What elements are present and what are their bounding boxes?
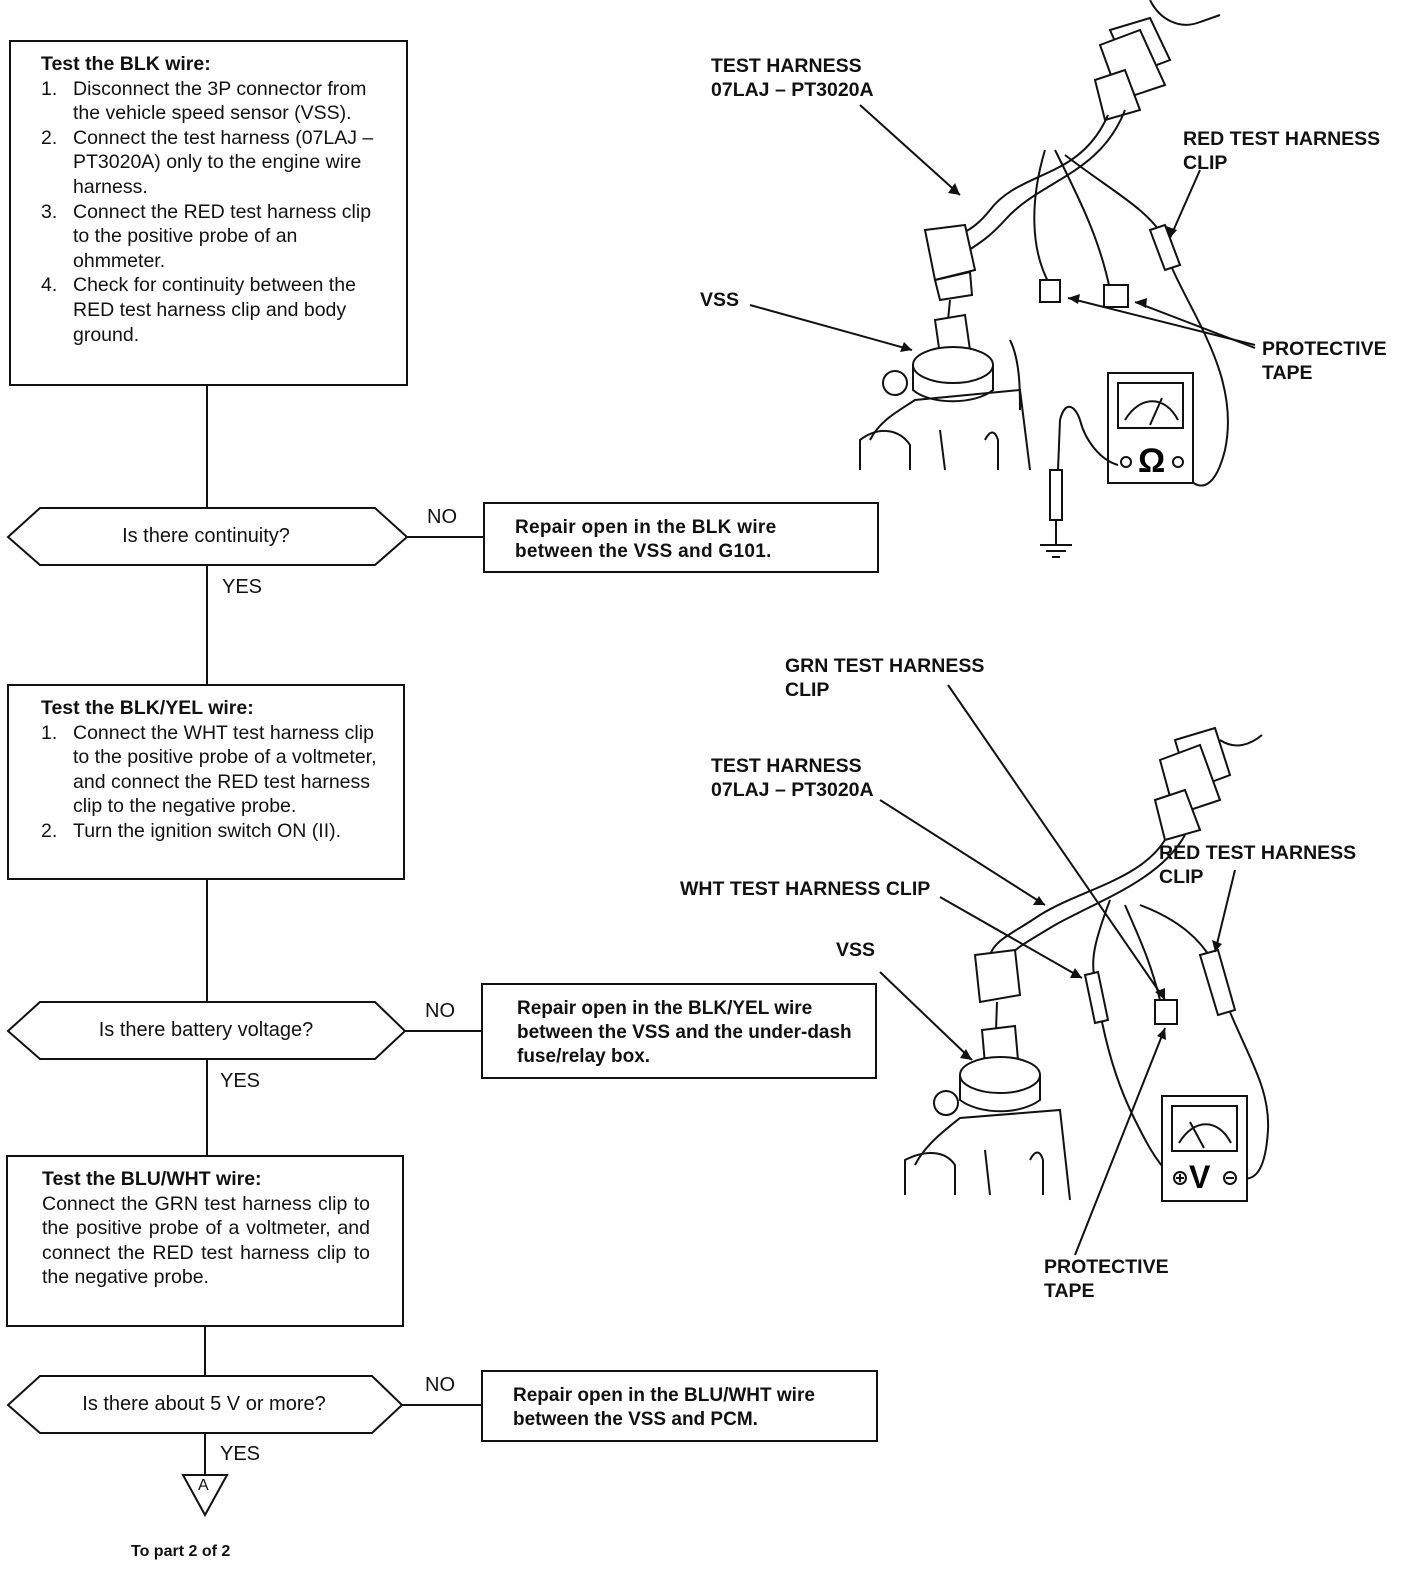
step-text: Turn the ignition switch ON (II). <box>73 819 342 842</box>
callout-line: TAPE <box>1262 362 1313 384</box>
callout-line: PROTECTIVE <box>1044 1256 1169 1278</box>
decision-question-battery-voltage: Is there battery voltage? <box>98 1019 314 1041</box>
step-text: Connect the test harness (07LAJ – PT3020… <box>73 126 374 198</box>
illustration-2 <box>879 684 1270 1256</box>
callout-line: TEST HARNESS <box>711 55 862 77</box>
callout-test-harness-2: TEST HARNESS 07LAJ – PT3020A <box>711 754 874 802</box>
decision-question-continuity: Is there continuity? <box>122 525 290 547</box>
callout-line: RED TEST HARNESS <box>1159 842 1357 864</box>
yes-label: YES <box>222 576 263 598</box>
callout-line: 07LAJ – PT3020A <box>711 779 874 801</box>
step-item: 4. Check for continuity between the RED t… <box>41 273 386 347</box>
step-item: 3. Connect the RED test harness clip to t… <box>41 200 386 274</box>
step-title: Test the BLK wire: <box>41 53 211 75</box>
step-number: 2. <box>41 126 58 149</box>
callout-protective-tape-1: PROTECTIVE TAPE <box>1262 337 1387 385</box>
callout-protective-tape-2: PROTECTIVE TAPE <box>1044 1255 1169 1303</box>
step-title: Test the BLK/YEL wire: <box>41 697 254 719</box>
offpage-connector-shape <box>181 1474 229 1518</box>
callout-line: CLIP <box>785 679 830 701</box>
step-box-blu-wht-wire: Test the BLU/WHT wire: Connect the GRN t… <box>6 1155 404 1327</box>
callout-line: 07LAJ – PT3020A <box>711 79 874 101</box>
step-number: 2. <box>41 819 58 842</box>
step-item: 2. Connect the test harness (07LAJ – PT30… <box>41 126 386 200</box>
step-box-blk-wire: Test the BLK wire: 1. Disconnect the 3P c… <box>9 40 408 386</box>
step-number: 1. <box>41 721 58 744</box>
callout-line: CLIP <box>1183 152 1228 174</box>
no-label: NO <box>427 506 457 528</box>
callout-line: CLIP <box>1159 866 1204 888</box>
yes-label: YES <box>220 1070 261 1092</box>
step-number: 4. <box>41 274 58 297</box>
callout-test-harness-1: TEST HARNESS 07LAJ – PT3020A <box>711 54 874 102</box>
volt-symbol: V <box>1189 1159 1211 1195</box>
repair-box-blk-wire: Repair open in the BLK wire between the … <box>483 502 879 573</box>
step-box-blk-yel-wire: Test the BLK/YEL wire: 1. Connect the WHT… <box>7 684 405 880</box>
step-title: Test the BLU/WHT wire: <box>42 1168 262 1190</box>
step-text: Connect the WHT test harness clip to the… <box>73 721 377 818</box>
step-item: 2. Turn the ignition switch ON (II). <box>41 819 383 844</box>
decision-question-5v: Is there about 5 V or more? <box>82 1393 326 1415</box>
step-text: Connect the RED test harness clip to the… <box>73 200 372 272</box>
callout-red-clip-2: RED TEST HARNESS CLIP <box>1159 841 1356 889</box>
callout-line: PROTECTIVE <box>1262 338 1387 360</box>
callout-line: TAPE <box>1044 1280 1095 1302</box>
step-text: Check for continuity between the RED tes… <box>73 274 356 346</box>
callout-line: TEST HARNESS <box>711 755 862 777</box>
repair-box-blu-wht-wire: Repair open in the BLU/WHT wire between … <box>481 1370 878 1442</box>
callout-line: RED TEST HARNESS <box>1183 128 1381 150</box>
illustration-1 <box>749 0 1256 558</box>
yes-label: YES <box>220 1443 261 1465</box>
callout-vss-2: VSS <box>836 939 876 961</box>
step-item: 1. Disconnect the 3P connector from the v… <box>41 77 386 126</box>
no-label: NO <box>425 1374 455 1396</box>
step-list: 1. Connect the WHT test harness clip to t… <box>41 721 383 844</box>
no-label: NO <box>425 1000 455 1022</box>
offpage-connector-letter: A <box>198 1477 209 1494</box>
callout-red-clip-1: RED TEST HARNESS CLIP <box>1183 127 1380 175</box>
offpage-caption: To part 2 of 2 <box>131 1543 231 1560</box>
step-list: 1. Disconnect the 3P connector from the v… <box>41 77 386 348</box>
callout-vss-1: VSS <box>700 289 740 311</box>
step-text: Disconnect the 3P connector from the veh… <box>73 77 367 125</box>
callout-line: GRN TEST HARNESS <box>785 655 985 677</box>
step-text: Connect the GRN test harness clip to the… <box>42 1192 370 1289</box>
step-number: 3. <box>41 200 58 223</box>
step-number: 1. <box>41 77 58 100</box>
callout-wht-clip: WHT TEST HARNESS CLIP <box>680 878 931 900</box>
callout-grn-clip: GRN TEST HARNESS CLIP <box>785 654 984 702</box>
ohm-symbol: Ω <box>1138 442 1165 480</box>
step-item: 1. Connect the WHT test harness clip to t… <box>41 721 383 819</box>
repair-box-blk-yel-wire: Repair open in the BLK/YEL wire between … <box>481 983 877 1079</box>
